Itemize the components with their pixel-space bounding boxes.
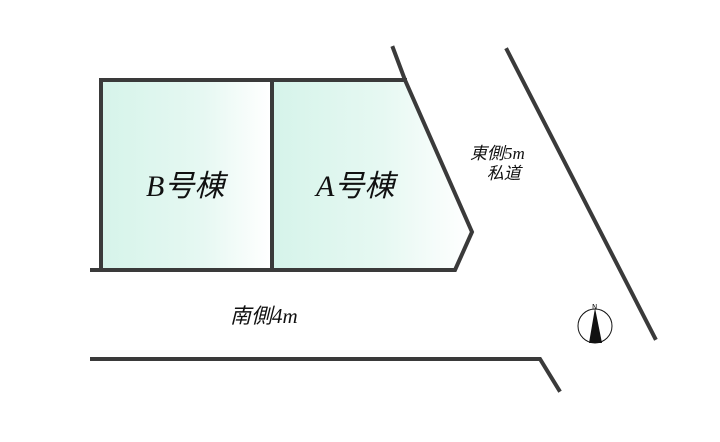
svg-text:N: N (592, 303, 597, 311)
south-road-edge (90, 357, 562, 393)
east-road-edge (504, 47, 658, 341)
east-road-type: 私道 (486, 164, 521, 183)
south-road-label: 南側4m (230, 304, 298, 328)
lot-a-area (274, 82, 470, 268)
lot-a-label: A号棟 (316, 170, 395, 203)
north-arrow-icon: N (577, 303, 613, 344)
lot-boundary (99, 78, 407, 272)
lot-b-label: B号棟 (146, 170, 225, 203)
east-road-width: 東側5m (470, 144, 525, 163)
east-lot-boundary (90, 45, 475, 272)
east-road-label: 東側5m 私道 (470, 144, 525, 184)
lot-b-area (102, 82, 270, 268)
